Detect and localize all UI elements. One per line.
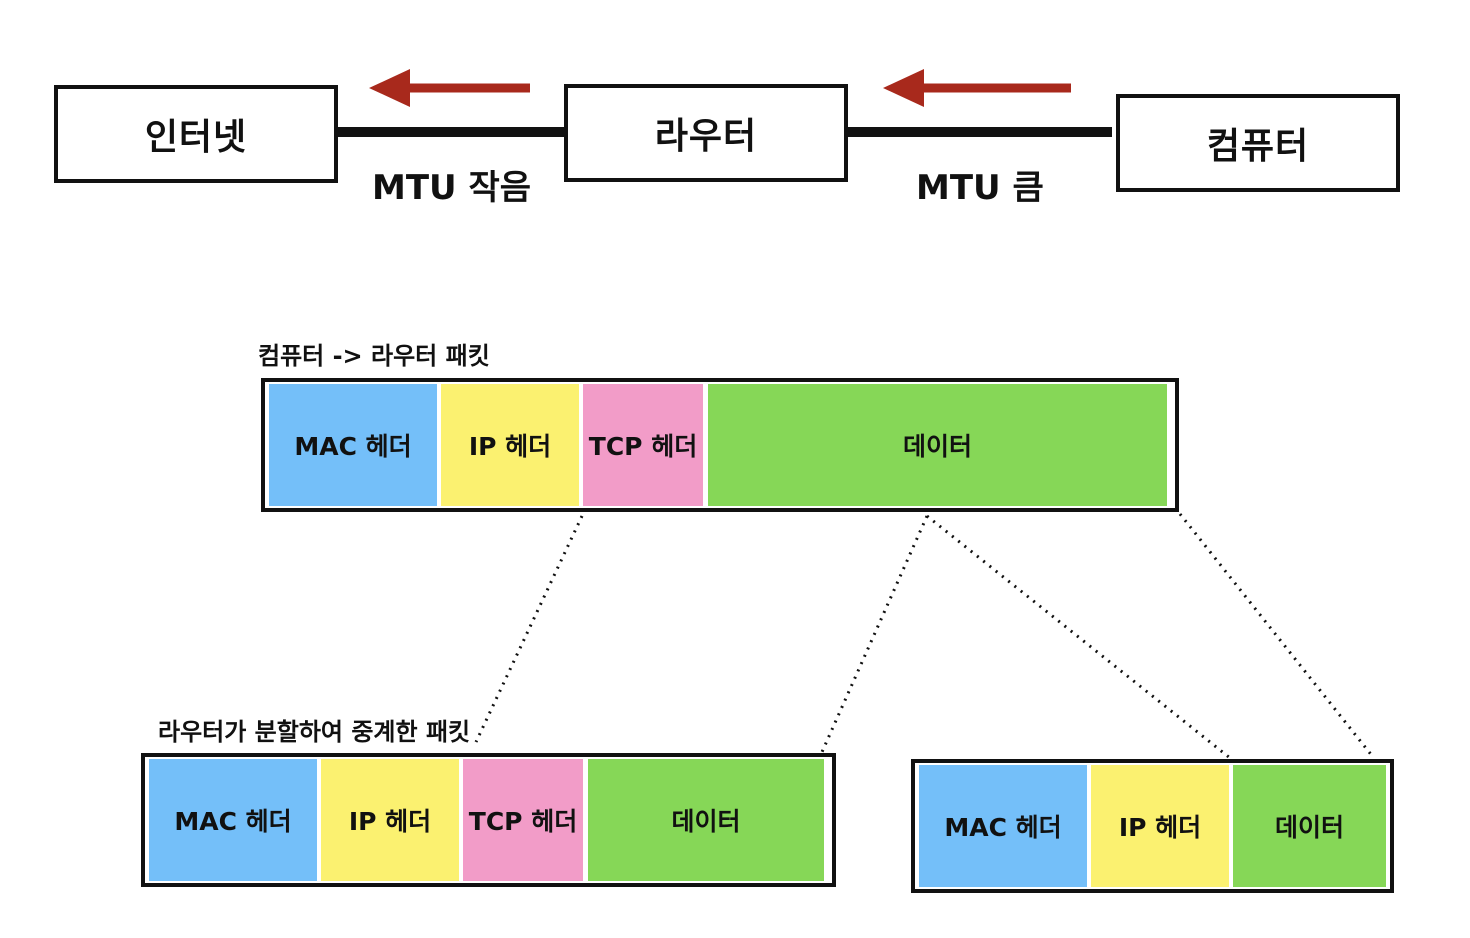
tcp-header-segment: TCP 헤더 [583, 384, 703, 506]
internet-node: 인터넷 [54, 85, 338, 183]
fragments-caption: 라우터가 분할하여 중계한 패킷 [158, 718, 471, 746]
data-segment: 데이터 [588, 759, 824, 881]
link-router-computer [846, 127, 1112, 137]
ip-header-segment: IP 헤더 [441, 384, 579, 506]
dotted-connector [1178, 513, 1375, 758]
computer-node: 컴퓨터 [1116, 94, 1400, 192]
mtu-large-label: MTU 큼 [916, 168, 1044, 208]
router-node: 라우터 [564, 84, 848, 182]
dotted-connector [474, 515, 584, 743]
fragment-packet-1: MAC 헤더 IP 헤더 TCP 헤더 데이터 [141, 753, 836, 887]
original-packet-caption: 컴퓨터 -> 라우터 패킷 [258, 342, 490, 370]
mac-header-segment: MAC 헤더 [919, 765, 1087, 887]
data-segment: 데이터 [708, 384, 1167, 506]
left-arrow-icon [883, 69, 1071, 107]
mac-header-segment: MAC 헤더 [149, 759, 317, 881]
left-arrow-icon [369, 69, 530, 107]
dotted-connector [820, 515, 929, 753]
original-packet: MAC 헤더 IP 헤더 TCP 헤더 데이터 [261, 378, 1179, 512]
data-segment: 데이터 [1233, 765, 1386, 887]
tcp-header-segment: TCP 헤더 [463, 759, 583, 881]
fragment-packet-2: MAC 헤더 IP 헤더 데이터 [911, 759, 1394, 893]
ip-header-segment: IP 헤더 [321, 759, 459, 881]
ip-header-segment: IP 헤더 [1091, 765, 1229, 887]
dotted-connector [926, 514, 1231, 760]
mac-header-segment: MAC 헤더 [269, 384, 437, 506]
link-internet-router [336, 127, 568, 137]
mtu-small-label: MTU 작음 [372, 168, 532, 208]
